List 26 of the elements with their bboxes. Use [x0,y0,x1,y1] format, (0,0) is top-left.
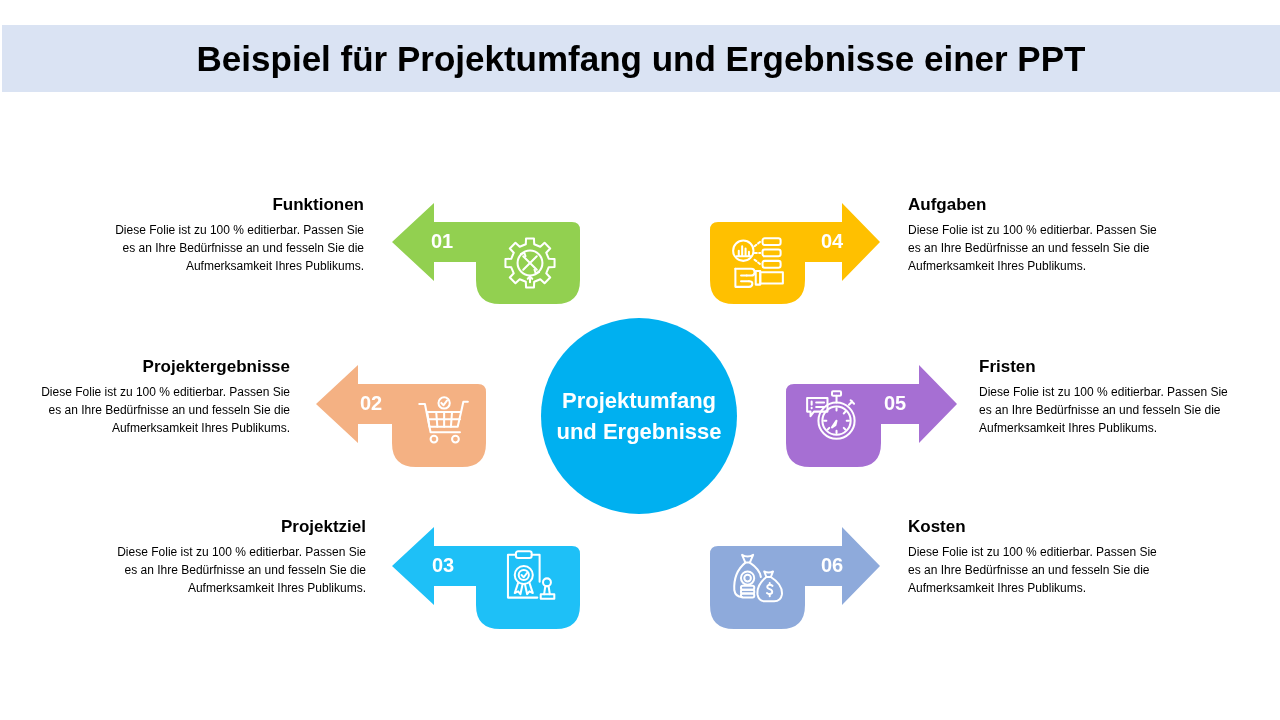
description-text: Diese Folie ist zu 100 % editierbar. Passen Sie es an Ihre Bedürfnisse an und fesseln Sie die Aufmerksamkeit Ihres Publikums. [116,544,366,597]
description-text: Diese Folie ist zu 100 % editierbar. Passen Sie es an Ihre Bedürfnisse an und fesseln Sie die Aufmerksamkeit Ihres Publikums. [979,384,1229,437]
title: Beispiel für Projektumfang und Ergebnisse einer PPT [196,39,1086,79]
description-text: Diese Folie ist zu 100 % editierbar. Passen Sie es an Ihre Bedürfnisse an und fesseln Sie die Aufmerksamkeit Ihres Publikums. [114,222,364,275]
step-number: 05 [883,391,907,415]
section-heading: Projektergebnisse [142,357,290,377]
left-arrow [392,527,580,629]
center-title: Projektumfang und Ergebnisse [555,387,723,446]
step-number: 03 [431,553,455,577]
step-number: 01 [430,229,454,253]
section-heading: Funktionen [272,195,364,215]
description-text: Diese Folie ist zu 100 % editierbar. Passen Sie es an Ihre Bedürfnisse an und fesseln Sie die Aufmerksamkeit Ihres Publikums. [40,384,290,437]
description-text: Diese Folie ist zu 100 % editierbar. Passen Sie es an Ihre Bedürfnisse an und fesseln Sie die Aufmerksamkeit Ihres Publikums. [908,222,1158,275]
section-heading: Aufgaben [908,195,987,215]
description-text: Diese Folie ist zu 100 % editierbar. Passen Sie es an Ihre Bedürfnisse an und fesseln Sie die Aufmerksamkeit Ihres Publikums. [908,544,1158,597]
right-arrow [710,203,880,304]
section-heading: Projektziel [280,517,366,537]
step-number: 02 [359,391,383,415]
right-arrow [786,365,957,467]
left-arrow [392,203,580,304]
left-arrow [316,365,486,467]
step-number: 06 [820,553,844,577]
section-heading: Kosten [908,517,966,537]
right-arrow [710,527,880,629]
step-number: 04 [820,229,844,253]
section-heading: Fristen [979,357,1036,377]
